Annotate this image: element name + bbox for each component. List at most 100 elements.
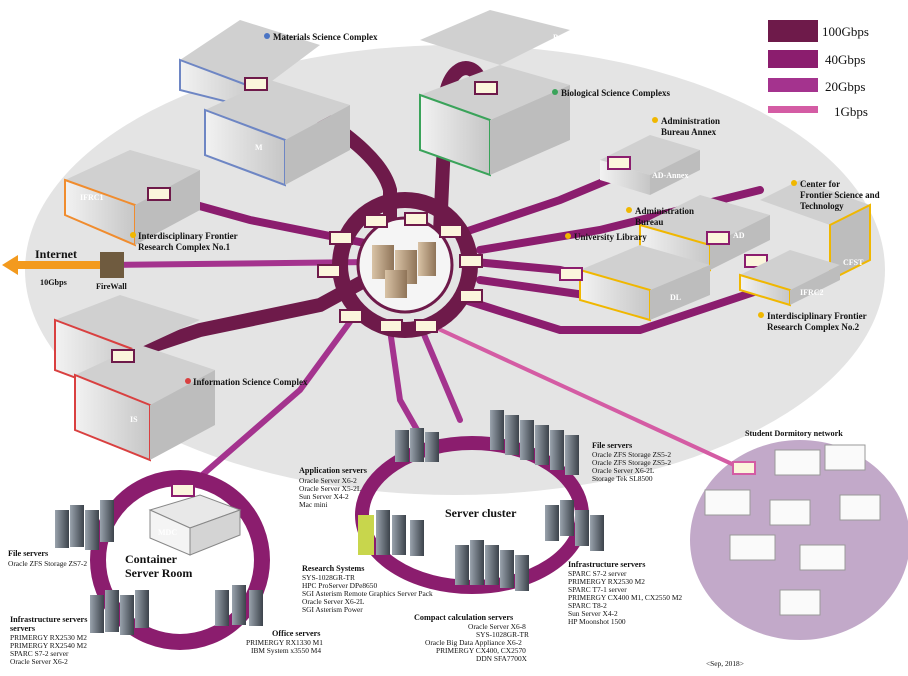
legend-label-100g: 100Gbps — [822, 24, 869, 39]
core-servers-icon — [372, 242, 436, 298]
ifrc1-building: IFRC1 — [64, 150, 200, 247]
research-systems-item: SGI Asterism Power — [302, 605, 363, 614]
compact-calc-title: Compact calculation servers — [414, 613, 513, 622]
switch-icon — [339, 309, 363, 323]
cfst-dot — [791, 180, 797, 186]
library-building: DL — [579, 245, 710, 322]
dormitory-label: Student Dormitory network — [745, 429, 843, 438]
infrastructure-container-item: SPARC S7-2 server — [10, 649, 69, 658]
switch-icon — [732, 461, 756, 475]
building-tag-cfst: CFST — [843, 258, 864, 267]
building-tag-dl: DL — [670, 293, 681, 302]
link-admin-annex — [461, 171, 624, 236]
compact-calc-block: Compact calculation servers Oracle Serve… — [414, 613, 529, 663]
library-label: University Library — [574, 232, 647, 242]
materials-building: M — [179, 20, 350, 187]
research-systems-item: SGI Asterism Remote Graphics Server Pack — [302, 589, 433, 598]
switch-icon — [147, 187, 171, 201]
admin-building: AD — [639, 195, 770, 272]
switch-icon — [404, 212, 428, 226]
link-firewall — [107, 259, 373, 268]
internet-speed: 10Gbps — [40, 278, 67, 287]
application-servers-title: Application servers — [299, 466, 367, 475]
link-cluster-2 — [417, 322, 463, 423]
office-servers-block: Office servers PRIMERGY RX1330 M1 IBM Sy… — [246, 629, 323, 655]
information-dot — [185, 378, 191, 384]
materials-dot — [264, 33, 270, 39]
switch-icon — [171, 483, 195, 497]
admin-annex-label-1: Administration — [661, 116, 720, 126]
switch-icon — [607, 156, 631, 170]
information-building: IS — [54, 295, 215, 462]
dormitory-buildings — [704, 444, 881, 616]
admin-annex-label-2: Bureau Annex — [661, 127, 717, 137]
switch-icon — [459, 254, 483, 268]
container-title-2: Server Room — [125, 566, 192, 580]
infrastructure-cluster-title: Infrastructure servers — [568, 560, 645, 569]
application-servers-item: Oracle Server X5-2L — [299, 484, 362, 493]
legend-label-1g: 1Gbps — [834, 104, 868, 119]
infrastructure-cluster-item: SPARC T7-1 server — [568, 585, 627, 594]
file-servers-container-item: Oracle ZFS Storage ZS7-2 — [8, 559, 87, 568]
ifrc2-label-1: Interdisciplinary Frontier — [767, 311, 867, 321]
date-stamp: <Sep, 2018> — [706, 659, 744, 668]
link-cluster-1 — [387, 327, 423, 438]
link-ifrc2 — [461, 286, 764, 334]
switch-icon — [379, 319, 403, 333]
file-servers-cluster-block: File servers Oracle ZFS Storage ZS5-2 Or… — [592, 441, 671, 483]
switch-icon — [244, 77, 268, 91]
ifrc2-dot — [758, 312, 764, 318]
compact-calc-item: Oracle Big Data Appliance X6-2 — [425, 638, 522, 647]
infrastructure-container-block: Infrastructure servers servers PRIMERGY … — [10, 615, 87, 666]
infrastructure-container-title: Infrastructure servers — [10, 615, 87, 624]
switch-icon — [317, 264, 341, 278]
research-systems-title: Research Systems — [302, 564, 364, 573]
switch-icon — [459, 289, 483, 303]
file-servers-cluster-item: Oracle ZFS Storage ZS5-2 — [592, 458, 671, 467]
cluster-title: Server cluster — [445, 506, 517, 520]
admin-annex-dot — [652, 117, 658, 123]
legend: 100Gbps 40Gbps 20Gbps 1Gbps — [768, 20, 869, 119]
compact-calc-item: PRIMERGY CX400, CX2570 — [436, 646, 526, 655]
ifrc1-label-2: Research Complex No.1 — [138, 242, 231, 252]
firewall-label: FireWall — [96, 282, 127, 291]
links-20g — [107, 259, 463, 493]
internet-arrow-head — [2, 255, 18, 275]
admin-label-1: Administration — [635, 206, 694, 216]
switch-icon — [414, 319, 438, 333]
compact-calc-item: DDN SFA7700X — [476, 654, 528, 663]
legend-swatch-40g — [768, 50, 818, 68]
ifrc2-building: IFRC2 — [739, 250, 840, 307]
switch-icon — [706, 231, 730, 245]
container-racks — [55, 500, 263, 635]
file-servers-container-title: File servers — [8, 549, 48, 558]
materials-label: Materials Science Complex — [273, 32, 378, 42]
building-tag-m: M — [255, 143, 263, 152]
research-systems-block: Research Systems SYS-1028GR-TR HPC ProSe… — [302, 564, 433, 614]
building-tag-ifrc1: IFRC1 — [80, 193, 104, 202]
link-dormitory — [429, 323, 746, 472]
infrastructure-cluster-item: PRIMERGY CX400 M1, CX2550 M2 — [568, 593, 682, 602]
building-tag-b: B — [553, 33, 559, 42]
container-room-building: MDC — [148, 494, 242, 556]
file-servers-cluster-item: Oracle Server X6-2L — [592, 466, 655, 475]
infrastructure-container-item: PRIMERGY RX2530 M2 — [10, 633, 87, 642]
compact-calc-item: Oracle Server X6-8 — [468, 622, 526, 631]
switch-icon — [559, 267, 583, 281]
legend-swatch-1g — [768, 106, 818, 113]
infrastructure-cluster-item: SPARC S7-2 server — [568, 569, 627, 578]
building-tag-ad: AD — [733, 231, 745, 240]
container-ring — [90, 470, 270, 650]
research-systems-item: HPC ProServer DPe8650 — [302, 581, 377, 590]
switch-icon — [364, 214, 388, 228]
switch-icon — [111, 349, 135, 363]
research-systems-item: Oracle Server X6-2L — [302, 597, 365, 606]
edge-switches — [317, 212, 483, 333]
admin-dot — [626, 207, 632, 213]
application-servers-item: Oracle Server X6-2 — [299, 476, 357, 485]
infrastructure-container-item: Oracle Server X6-2 — [10, 657, 68, 666]
building-tag-mdc: MDC — [158, 528, 177, 537]
application-servers-item: Sun Server X4-2 — [299, 492, 349, 501]
